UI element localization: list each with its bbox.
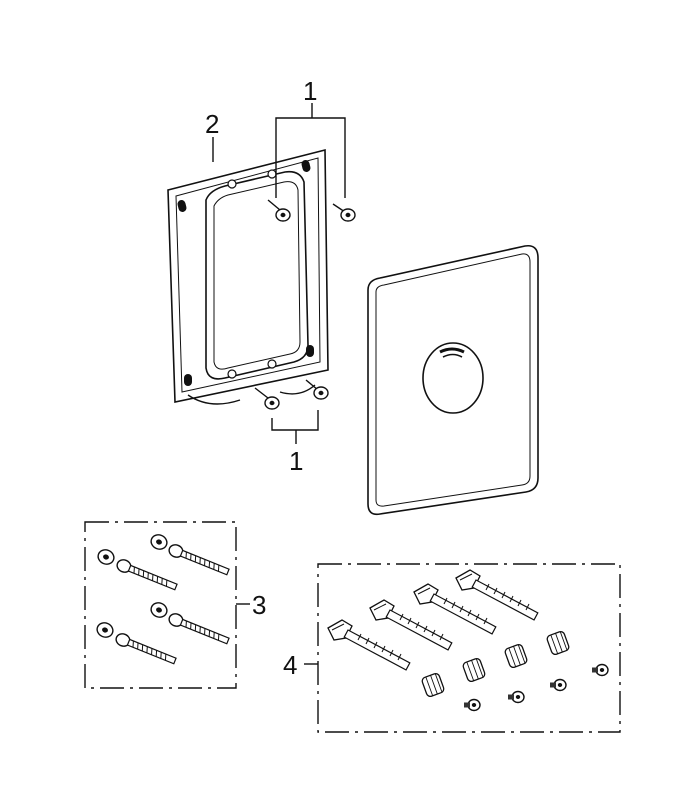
callout-leader-bottom <box>271 410 319 444</box>
wall-plug-set-box <box>84 521 237 689</box>
mounting-screw <box>254 387 280 410</box>
mounting-screw <box>305 379 329 400</box>
mounting-screw <box>267 199 291 222</box>
extension-set-box <box>317 563 621 733</box>
callout-mounting-screws-bottom: 1 <box>289 446 303 476</box>
sensor-window <box>422 342 484 414</box>
callout-mounting-screws-top: 1 <box>303 76 317 106</box>
callout-leader-top <box>275 103 346 198</box>
cover-plate <box>367 244 539 516</box>
mounting-frame <box>167 148 329 405</box>
callout-mounting-frame: 2 <box>205 109 219 139</box>
callout-extension-set: 4 <box>283 650 297 680</box>
mounting-screw <box>332 203 356 222</box>
callout-wall-plug-set: 3 <box>252 590 266 620</box>
